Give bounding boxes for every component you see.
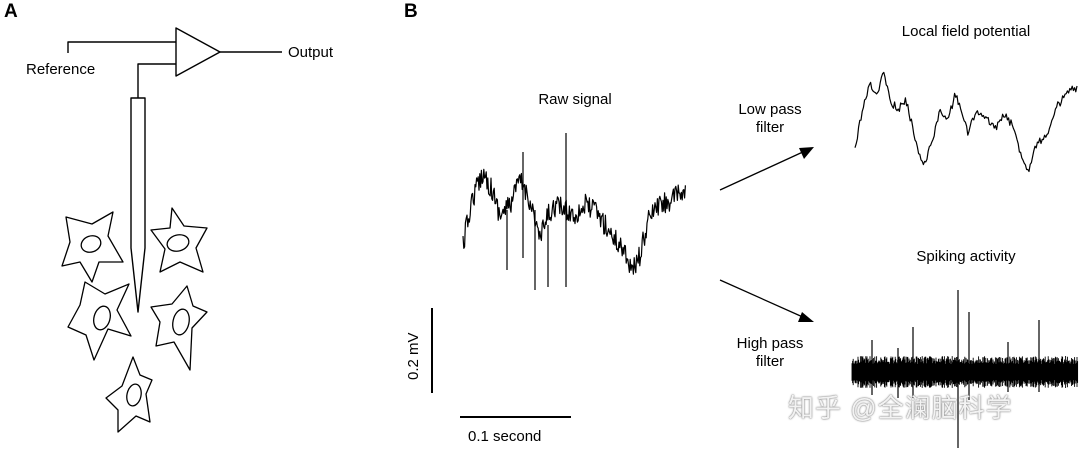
neuron-icon <box>150 285 208 371</box>
output-label: Output <box>288 44 334 61</box>
low-pass-line-2: filter <box>755 119 785 136</box>
voltage-scale-label: 0.2 mV <box>405 332 422 380</box>
electrode-wire <box>137 63 176 98</box>
lfp-label: Local field potential <box>901 23 1031 40</box>
time-scale-label: 0.1 second <box>468 428 542 445</box>
panel-label-a: A <box>4 1 18 22</box>
reference-wire <box>67 41 176 53</box>
low-pass-line-1: Low pass <box>738 101 802 118</box>
low-pass-arrow <box>719 147 814 191</box>
neuron-icon <box>61 211 124 283</box>
raw-signal-label: Raw signal <box>538 91 612 108</box>
neuron-icon <box>150 207 208 273</box>
spiking-noise-band <box>851 356 1079 388</box>
amplifier-icon <box>175 27 221 77</box>
neuron-icon <box>105 356 153 433</box>
high-pass-arrow <box>719 279 814 322</box>
high-pass-line-1: High pass <box>736 335 804 352</box>
neuron-icon <box>67 281 132 361</box>
spiking-activity-trace <box>851 290 1079 448</box>
electrode-icon <box>130 97 146 313</box>
watermark: 知乎 @全澜脑科学 <box>788 393 1013 423</box>
high-pass-filter-label: High pass filter <box>737 335 804 371</box>
spiking-activity-label: Spiking activity <box>916 248 1016 265</box>
raw-signal-trace <box>462 168 686 275</box>
lfp-trace <box>854 71 1078 173</box>
high-pass-line-2: filter <box>755 353 785 370</box>
panel-label-b: B <box>404 1 418 22</box>
reference-label: Reference <box>26 61 96 78</box>
low-pass-filter-label: Low pass filter <box>738 101 801 137</box>
